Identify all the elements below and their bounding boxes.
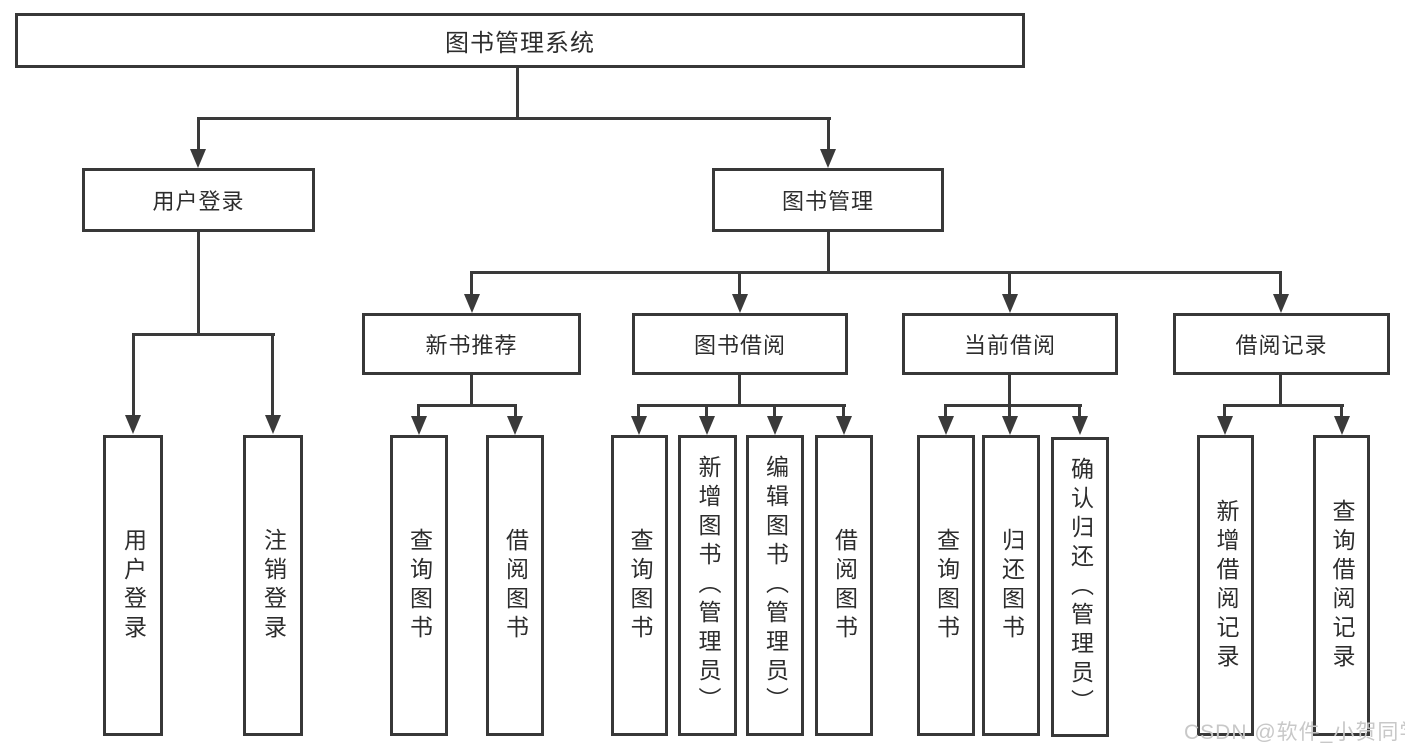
node-root-label: 图书管理系统 bbox=[445, 30, 595, 57]
arrowhead-icon bbox=[1072, 416, 1088, 435]
connector-line bbox=[470, 271, 473, 295]
node-book-mgmt-label: 图书管理 bbox=[781, 189, 874, 214]
node-leaf-br-add-record: 新增借阅记录 bbox=[1197, 435, 1254, 736]
connector-line bbox=[944, 404, 947, 418]
node-book-borrow: 图书借阅 bbox=[632, 313, 848, 375]
node-leaf-user-login: 用户登录 bbox=[103, 435, 163, 736]
connector-line bbox=[197, 117, 200, 150]
arrowhead-icon bbox=[938, 416, 954, 435]
csdn-watermark: CSDN @软件_小贺同学 bbox=[1184, 721, 1405, 744]
node-leaf-user-login-label: 用户登录 bbox=[120, 527, 147, 644]
connector-line bbox=[1279, 375, 1282, 406]
node-leaf-cb-return-books: 归还图书 bbox=[982, 435, 1040, 736]
connector-line bbox=[827, 232, 830, 274]
connector-line bbox=[1008, 404, 1011, 418]
arrowhead-icon bbox=[507, 416, 523, 435]
node-leaf-rec-borrow-books-label: 借阅图书 bbox=[502, 527, 529, 644]
node-leaf-cb-query-books: 查询图书 bbox=[917, 435, 975, 736]
arrowhead-icon bbox=[125, 415, 141, 434]
node-borrow-records-label: 借阅记录 bbox=[1235, 333, 1328, 358]
node-leaf-rec-query-books-label: 查询图书 bbox=[406, 527, 433, 644]
node-new-book-rec: 新书推荐 bbox=[362, 313, 581, 375]
node-book-borrow-label: 图书借阅 bbox=[693, 333, 786, 358]
node-new-book-rec-label: 新书推荐 bbox=[425, 333, 518, 358]
node-leaf-bb-borrow-books-label: 借阅图书 bbox=[831, 527, 858, 644]
connector-line bbox=[132, 333, 275, 336]
node-leaf-rec-query-books: 查询图书 bbox=[390, 435, 448, 736]
connector-line bbox=[514, 404, 517, 418]
arrowhead-icon bbox=[1002, 416, 1018, 435]
connector-line bbox=[637, 404, 640, 418]
connector-line bbox=[470, 271, 1282, 274]
arrowhead-icon bbox=[265, 415, 281, 434]
node-leaf-cb-query-books-label: 查询图书 bbox=[933, 527, 960, 644]
arrowhead-icon bbox=[1334, 416, 1350, 435]
arrowhead-icon bbox=[464, 294, 480, 313]
arrowhead-icon bbox=[699, 416, 715, 435]
arrowhead-icon bbox=[732, 294, 748, 313]
connector-line bbox=[417, 404, 517, 407]
connector-line bbox=[773, 404, 776, 418]
connector-line bbox=[944, 404, 1082, 407]
connector-line bbox=[516, 68, 519, 120]
connector-line bbox=[637, 404, 846, 407]
node-user-login: 用户登录 bbox=[82, 168, 315, 232]
node-leaf-br-add-record-label: 新增借阅记录 bbox=[1213, 498, 1239, 673]
node-current-borrow: 当前借阅 bbox=[902, 313, 1118, 375]
arrowhead-icon bbox=[190, 149, 206, 168]
node-leaf-rec-borrow-books: 借阅图书 bbox=[486, 435, 544, 736]
arrowhead-icon bbox=[836, 416, 852, 435]
node-leaf-logout-label: 注销登录 bbox=[260, 527, 287, 644]
arrowhead-icon bbox=[1217, 416, 1233, 435]
connector-line bbox=[738, 375, 741, 406]
node-root: 图书管理系统 bbox=[15, 13, 1025, 68]
connector-line bbox=[1008, 375, 1011, 406]
arrowhead-icon bbox=[411, 416, 427, 435]
node-book-mgmt: 图书管理 bbox=[712, 168, 944, 232]
connector-line bbox=[132, 333, 135, 415]
arrowhead-icon bbox=[1002, 294, 1018, 313]
arrowhead-icon bbox=[820, 149, 836, 168]
connector-line bbox=[417, 404, 420, 418]
arrowhead-icon bbox=[767, 416, 783, 435]
connector-line bbox=[1340, 404, 1343, 418]
arrowhead-icon bbox=[1273, 294, 1289, 313]
connector-line bbox=[197, 117, 831, 120]
node-user-login-label: 用户登录 bbox=[152, 189, 245, 214]
node-current-borrow-label: 当前借阅 bbox=[963, 333, 1056, 358]
node-leaf-bb-edit-books: 编辑图书（管理员） bbox=[746, 435, 804, 736]
node-borrow-records: 借阅记录 bbox=[1173, 313, 1390, 375]
connector-line bbox=[1279, 271, 1282, 295]
node-leaf-bb-add-books: 新增图书（管理员） bbox=[678, 435, 737, 736]
node-leaf-bb-query-books: 查询图书 bbox=[611, 435, 668, 736]
connector-line bbox=[1223, 404, 1226, 418]
node-leaf-bb-edit-books-label: 编辑图书（管理员） bbox=[762, 455, 789, 716]
node-leaf-cb-confirm-return-label: 确认归还（管理员） bbox=[1067, 456, 1094, 718]
node-leaf-bb-borrow-books: 借阅图书 bbox=[815, 435, 873, 736]
node-leaf-cb-confirm-return: 确认归还（管理员） bbox=[1051, 437, 1109, 737]
connector-line bbox=[705, 404, 708, 418]
node-leaf-br-query-record-label: 查询借阅记录 bbox=[1329, 498, 1355, 673]
connector-line bbox=[1078, 404, 1081, 418]
connector-line bbox=[1223, 404, 1344, 407]
connector-line bbox=[842, 404, 845, 418]
node-leaf-bb-query-books-label: 查询图书 bbox=[627, 527, 653, 644]
node-leaf-br-query-record: 查询借阅记录 bbox=[1313, 435, 1370, 736]
connector-line bbox=[827, 117, 830, 150]
connector-line bbox=[271, 333, 274, 415]
connector-line bbox=[738, 271, 741, 295]
connector-line bbox=[470, 375, 473, 406]
node-leaf-bb-add-books-label: 新增图书（管理员） bbox=[695, 455, 721, 716]
arrowhead-icon bbox=[631, 416, 647, 435]
node-leaf-cb-return-books-label: 归还图书 bbox=[998, 527, 1025, 644]
connector-line bbox=[1008, 271, 1011, 295]
node-leaf-logout: 注销登录 bbox=[243, 435, 303, 736]
connector-line bbox=[197, 232, 200, 335]
